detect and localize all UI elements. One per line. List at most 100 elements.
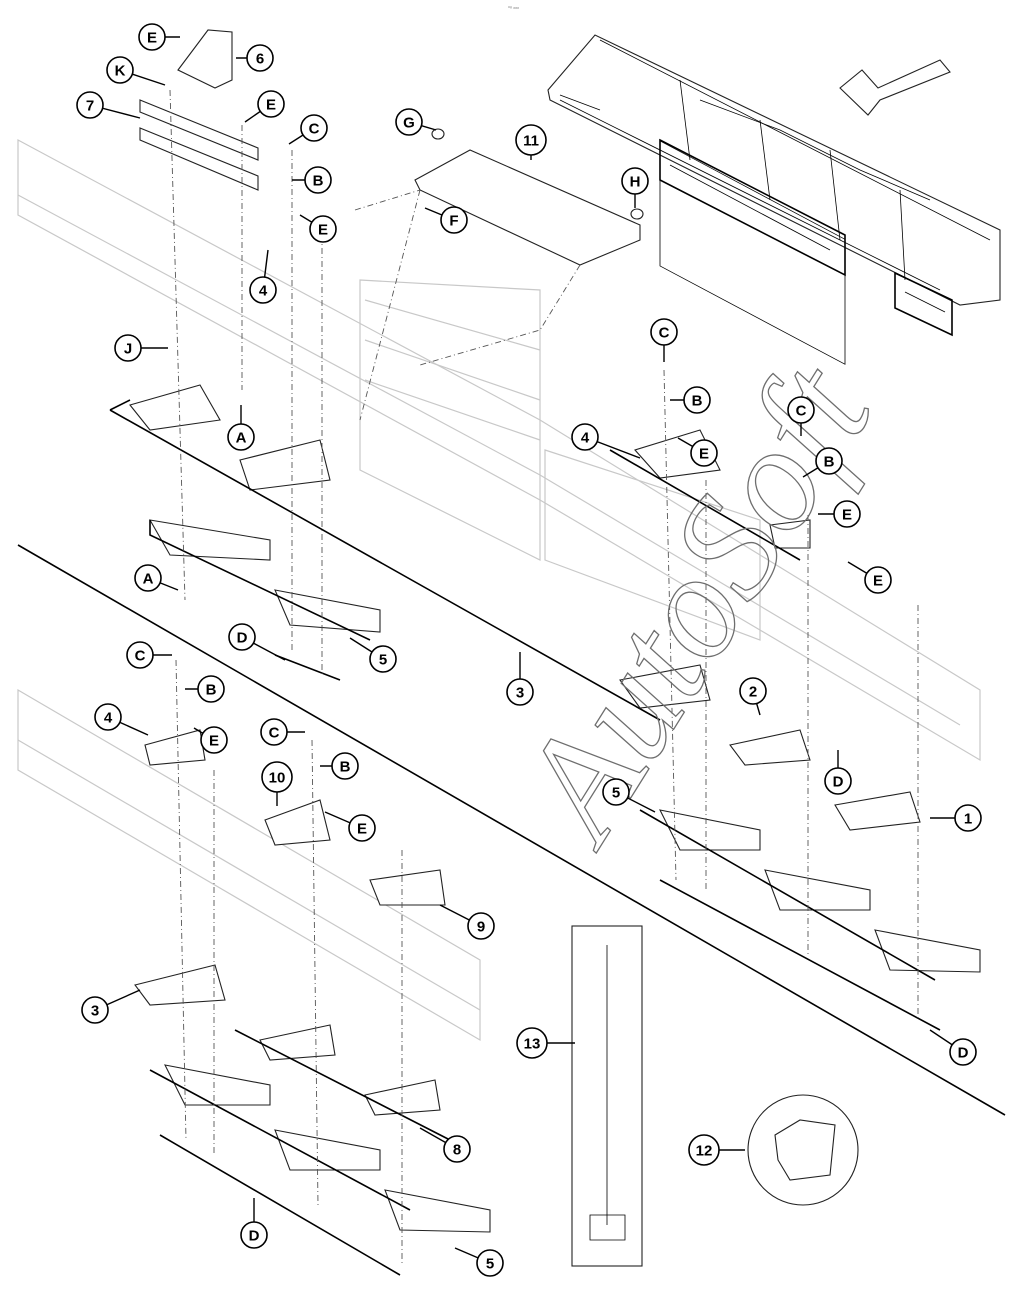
callout-circle — [200, 726, 228, 754]
callout-c-B-4: B — [197, 675, 225, 703]
callout-c-3-2: 3 — [81, 996, 109, 1024]
callout-label: E — [147, 30, 157, 47]
callout-c-5-1: 5 — [369, 645, 397, 673]
callout-circle — [348, 814, 376, 842]
header-frame-inset — [547, 34, 1001, 365]
guard-group-upper-left — [109, 384, 661, 721]
callout-c-9: 9 — [467, 912, 495, 940]
ghost-cutterbar-upper — [17, 138, 981, 762]
callout-c-13: 13 — [516, 1027, 548, 1059]
callout-label: 13 — [524, 1036, 541, 1053]
callout-label: 9 — [477, 919, 485, 936]
callout-label: 6 — [256, 51, 264, 68]
callout-circle — [134, 564, 162, 592]
callout-circle — [304, 166, 332, 194]
callout-label: D — [958, 1045, 969, 1062]
section-divider-line — [17, 544, 1006, 1116]
callout-label: B — [340, 759, 351, 776]
callout-c-J: J — [114, 334, 142, 362]
callout-c-G: G — [395, 108, 423, 136]
callout-c-K: K — [106, 56, 134, 84]
callout-c-B-5: B — [331, 752, 359, 780]
callout-c-H: H — [621, 167, 649, 195]
callout-circle — [261, 761, 293, 793]
callout-circle — [949, 1038, 977, 1066]
callout-c-C-2: C — [650, 318, 678, 346]
callout-circle — [309, 215, 337, 243]
guard-group-lower-left — [134, 729, 491, 1276]
callout-c-4-1: 4 — [249, 276, 277, 304]
callout-c-3-1: 3 — [506, 678, 534, 706]
callout-c-6: 6 — [246, 44, 274, 72]
callout-label: 3 — [516, 685, 524, 702]
callout-label: A — [236, 430, 247, 447]
callout-label: C — [659, 325, 670, 342]
callout-circle — [331, 752, 359, 780]
callout-label: 4 — [104, 710, 113, 727]
callout-circle — [571, 423, 599, 451]
part-7-plates — [139, 99, 259, 191]
callout-label: 5 — [486, 1256, 494, 1273]
callout-c-E-7: E — [200, 726, 228, 754]
callout-circle — [228, 623, 256, 651]
callout-c-B-2: B — [683, 386, 711, 414]
callout-label: B — [692, 393, 703, 410]
callout-circle — [683, 386, 711, 414]
callout-circle — [257, 90, 285, 118]
callout-label: 12 — [696, 1143, 713, 1160]
callout-circle — [650, 318, 678, 346]
callout-circle — [833, 500, 861, 528]
callout-label: E — [318, 222, 328, 239]
callout-c-A-1: A — [227, 423, 255, 451]
callout-label: 5 — [612, 785, 620, 802]
callout-label: E — [266, 97, 276, 114]
callout-label: C — [135, 648, 146, 665]
callout-label: E — [842, 507, 852, 524]
callout-label: 10 — [269, 770, 286, 787]
callout-label: E — [873, 573, 883, 590]
callout-label: C — [269, 725, 280, 742]
bolt-axis-lines — [169, 89, 919, 1265]
callout-c-F: F — [440, 206, 468, 234]
callout-circle — [516, 1027, 548, 1059]
callout-label: A — [143, 571, 154, 588]
callout-label: 3 — [91, 1003, 99, 1020]
callout-c-E-3: E — [309, 215, 337, 243]
callout-c-B-1: B — [304, 166, 332, 194]
callout-circle — [787, 396, 815, 424]
callout-c-E-4: E — [690, 439, 718, 467]
callout-circle — [249, 276, 277, 304]
callout-circle — [260, 718, 288, 746]
callout-circle — [467, 912, 495, 940]
callout-c-B-3: B — [815, 447, 843, 475]
callout-label: F — [449, 213, 458, 230]
part-6-shield — [177, 29, 233, 89]
callout-circle — [688, 1134, 720, 1166]
callout-circle — [126, 641, 154, 669]
callout-label: 2 — [749, 684, 757, 701]
header-mark: °⁰ ᵒᵒᵒ — [508, 6, 519, 12]
part-13-tool — [571, 925, 643, 1267]
callout-label: K — [115, 63, 126, 80]
guard-group-right — [609, 429, 981, 1031]
callout-label: B — [206, 682, 217, 699]
callout-c-D-3: D — [240, 1221, 268, 1249]
callout-circle — [369, 645, 397, 673]
callout-label: 11 — [523, 133, 539, 150]
callout-c-A-2: A — [134, 564, 162, 592]
callout-label: 5 — [379, 652, 387, 669]
part-12-detail — [747, 1094, 859, 1206]
callout-label: 4 — [581, 430, 590, 447]
callout-circle — [476, 1249, 504, 1277]
direction-arrow — [839, 59, 951, 116]
callout-c-10: 10 — [261, 761, 293, 793]
callout-c-D-1: D — [228, 623, 256, 651]
callout-label: B — [313, 173, 324, 190]
callout-circle — [954, 804, 982, 832]
callout-circle — [440, 206, 468, 234]
callout-c-5-2: 5 — [602, 778, 630, 806]
callout-c-5-3: 5 — [476, 1249, 504, 1277]
callout-circle — [81, 996, 109, 1024]
ghost-cutterbar-lower — [17, 688, 481, 1042]
